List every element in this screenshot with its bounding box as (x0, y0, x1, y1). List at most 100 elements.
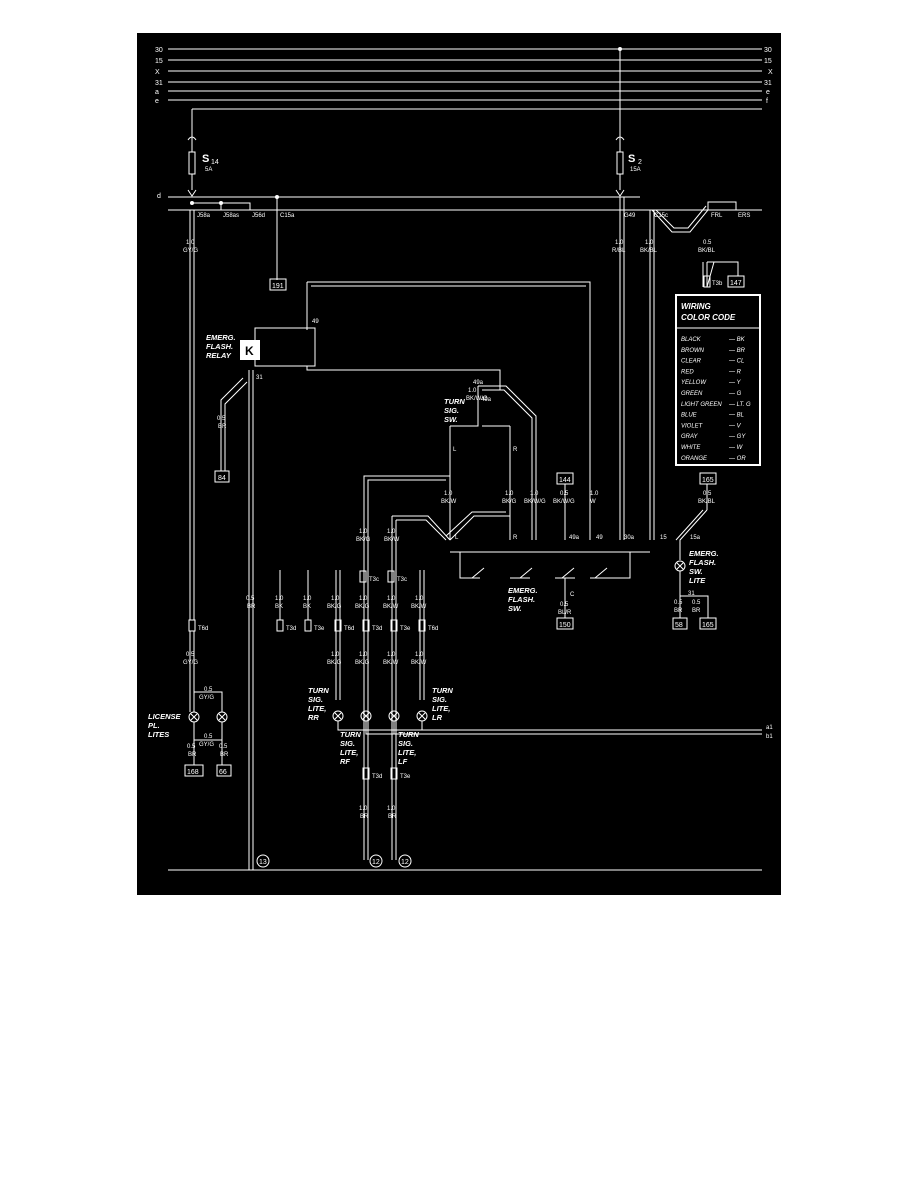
svg-text:1.0: 1.0 (359, 806, 368, 812)
svg-text:R/BL: R/BL (612, 248, 626, 254)
svg-text:1.0: 1.0 (387, 652, 396, 658)
connector-c15c: C15c (654, 213, 668, 219)
svg-text:49: 49 (596, 535, 603, 541)
color-code-name: GREEN (681, 391, 703, 397)
emergency-flasher-switch: L R 49a 49 30a 15 15a EMERG. FLASH. SW. … (450, 535, 701, 618)
ref-147: 147 (730, 280, 742, 287)
svg-text:GY/G: GY/G (199, 695, 214, 701)
distribution-lines (168, 49, 762, 211)
grid-number: 72 (335, 887, 344, 896)
svg-text:T3b: T3b (712, 281, 723, 287)
color-code-name: YELLOW (681, 380, 707, 386)
wiring-color-code: WIRING COLOR CODE (675, 294, 761, 466)
svg-text:SIG.: SIG. (308, 695, 323, 704)
bus-label-right: 30 (764, 47, 772, 54)
svg-text:T6d: T6d (198, 626, 208, 632)
color-code-name: BLUE (681, 413, 698, 419)
ref-150: 150 (559, 622, 571, 629)
bus-label-right: X (768, 69, 773, 76)
svg-text:15a: 15a (690, 535, 701, 541)
svg-text:0.5: 0.5 (186, 652, 195, 658)
svg-text:T3d: T3d (372, 626, 382, 632)
color-code-name: LIGHT GREEN (681, 402, 722, 408)
grid-number: 68 (221, 887, 230, 896)
grid-number: 85 (705, 887, 714, 896)
svg-text:BR: BR (360, 814, 369, 820)
svg-text:LF: LF (398, 757, 408, 766)
svg-text:31: 31 (256, 375, 263, 381)
svg-text:T3e: T3e (400, 774, 411, 780)
wire-tags-top: 1.0GY/G 1.0R/BL 1.0BK/BL 0.5BK/BL (183, 240, 716, 254)
svg-text:BK/W/G: BK/W/G (553, 499, 575, 505)
svg-text:T3e: T3e (400, 626, 411, 632)
svg-text:BK/W: BK/W (411, 604, 427, 610)
color-code-abbrev: — GY (728, 434, 746, 440)
svg-text:L: L (453, 447, 457, 453)
svg-text:BK/W: BK/W (383, 604, 399, 610)
grid-number: 70 (278, 887, 287, 896)
fuse-s14-name: S (202, 153, 209, 165)
license-plate-lites: LICENSE PL. LITES (148, 631, 228, 765)
fuse-s2: S 2 15A (615, 136, 642, 197)
ref-191: 191 (272, 283, 284, 290)
ref-58: 58 (675, 622, 683, 629)
bus-label-right: f (766, 98, 768, 105)
grid-number: 80 (563, 887, 572, 896)
bus-labels: 30 15 X 31 a e 30 15 X 31 e f d (155, 47, 773, 200)
connector-j56d: J56d (252, 213, 265, 219)
ref-168: 168 (187, 769, 199, 776)
color-code-abbrev: — BL (728, 413, 744, 419)
bus-label-d: d (157, 193, 161, 200)
svg-text:SIG.: SIG. (340, 739, 355, 748)
svg-text:0.5: 0.5 (692, 600, 701, 606)
color-code-name: BLACK (681, 337, 702, 343)
svg-text:EMERG.: EMERG. (206, 333, 236, 342)
svg-text:1.0: 1.0 (387, 529, 396, 535)
color-code-name: WHITE (681, 445, 701, 451)
ref-66: 66 (219, 769, 227, 776)
svg-text:TURN: TURN (340, 730, 361, 739)
ref-144: 144 (559, 477, 571, 484)
svg-text:49: 49 (312, 319, 319, 325)
svg-text:LITE: LITE (689, 576, 706, 585)
diagram-panel (137, 33, 781, 895)
svg-text:T3c: T3c (397, 577, 407, 583)
svg-text:12: 12 (372, 859, 380, 866)
grid-number: 69 (249, 887, 258, 896)
grid-number: 76 (449, 887, 458, 896)
svg-text:WIRING: WIRING (681, 302, 711, 311)
svg-text:SIG.: SIG. (432, 695, 447, 704)
svg-text:0.5: 0.5 (204, 687, 213, 693)
svg-text:1.0: 1.0 (359, 652, 368, 658)
svg-text:BK/G: BK/G (355, 604, 370, 610)
relay-k-icon: K (245, 344, 254, 358)
svg-text:0.5: 0.5 (674, 600, 683, 606)
color-code-name: VIOLET (681, 423, 704, 429)
svg-text:T6d: T6d (428, 626, 438, 632)
connector-frl: FRL (711, 213, 723, 219)
connector-ers: ERS (738, 213, 750, 219)
svg-text:BK/W: BK/W (441, 499, 457, 505)
svg-text:30a: 30a (624, 535, 635, 541)
color-code-abbrev: — LT. G (728, 402, 751, 408)
svg-text:BK/W: BK/W (384, 537, 400, 543)
svg-text:TURN: TURN (444, 397, 465, 406)
svg-text:GY/G: GY/G (183, 248, 198, 254)
svg-text:FLASH.: FLASH. (508, 595, 535, 604)
color-code-abbrev: — OR (728, 456, 746, 462)
color-code-abbrev: — R (728, 369, 742, 375)
svg-text:PL.: PL. (148, 721, 160, 730)
svg-text:BK: BK (303, 604, 311, 610)
svg-text:BK/G: BK/G (356, 537, 371, 543)
svg-text:LITES: LITES (148, 730, 169, 739)
svg-text:1.0: 1.0 (615, 240, 624, 246)
svg-text:LITE,: LITE, (308, 704, 326, 713)
svg-text:1.0: 1.0 (530, 491, 539, 497)
grid-number: 82 (620, 887, 629, 896)
grid-number: 81 (591, 887, 600, 896)
svg-text:1.0: 1.0 (415, 596, 424, 602)
color-code-abbrev: — G (728, 391, 742, 397)
svg-text:C: C (570, 592, 575, 598)
